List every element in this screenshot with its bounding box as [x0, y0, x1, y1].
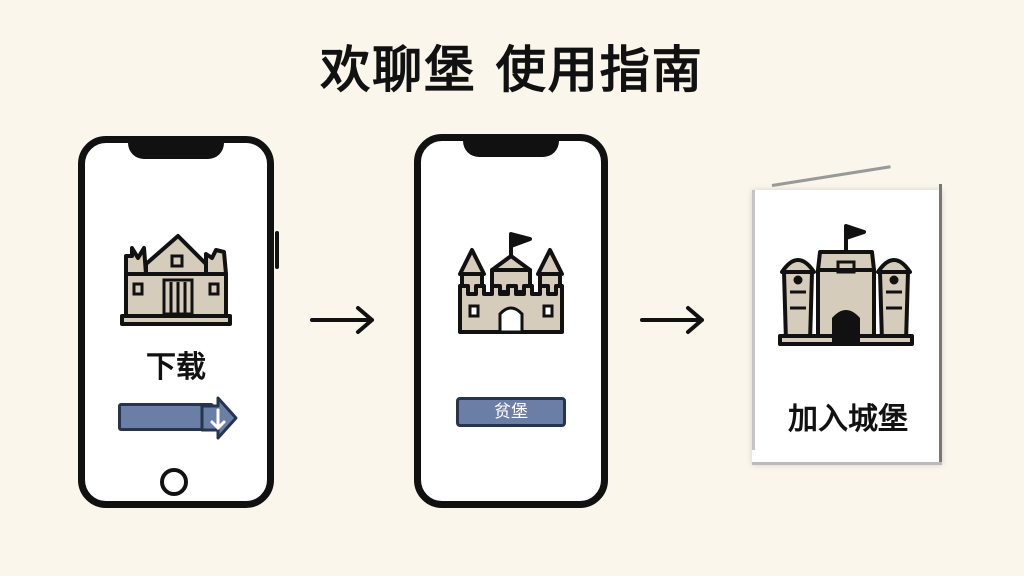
download-button[interactable]: [118, 403, 214, 431]
phone-notch: [128, 141, 224, 159]
arrow-right-icon: [310, 306, 374, 334]
fortress-icon: [778, 224, 914, 346]
phone-step-castle: [414, 134, 608, 508]
castle-flag-icon: [458, 232, 564, 334]
phone-notch: [463, 139, 559, 157]
step-label-join-castle: 加入城堡: [788, 402, 908, 437]
card-edge: [939, 184, 942, 464]
castle-button[interactable]: 贫堡: [456, 397, 566, 427]
phone-side-button: [275, 231, 279, 269]
arrow-right-icon: [640, 306, 704, 334]
card-edge: [752, 462, 942, 465]
castle-ruin-icon: [120, 234, 232, 326]
step-label-download: 下载: [146, 350, 206, 385]
page-title: 欢聊堡 使用指南: [320, 41, 704, 99]
card-edge: [752, 190, 755, 450]
home-button[interactable]: [160, 468, 188, 496]
download-arrow-icon: [200, 396, 238, 440]
